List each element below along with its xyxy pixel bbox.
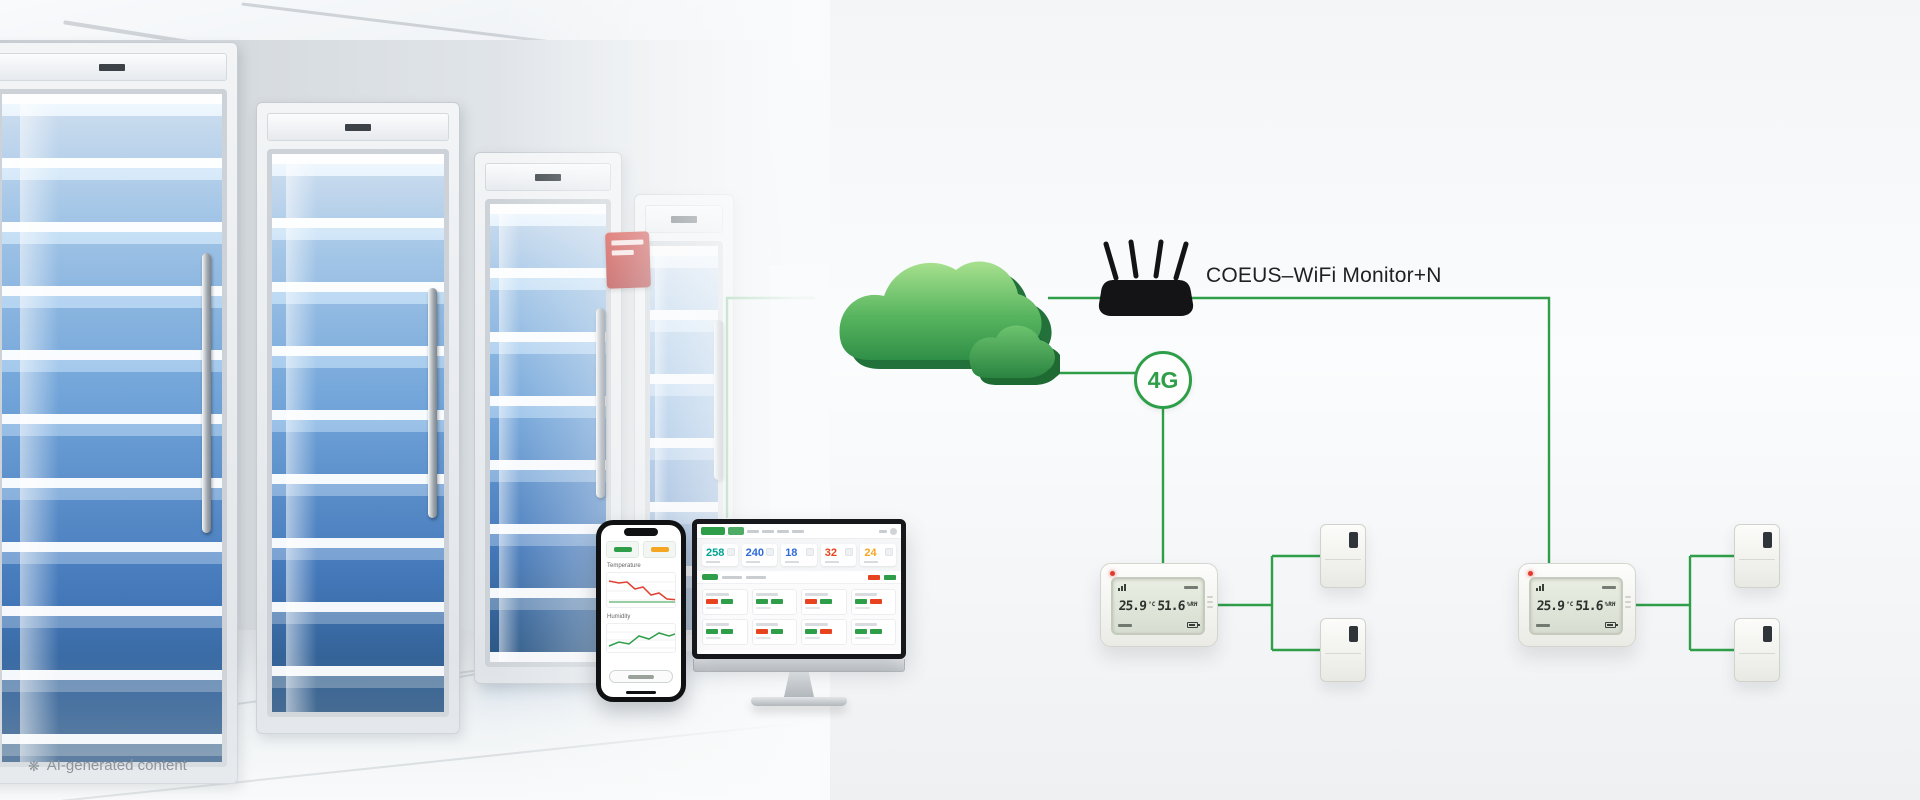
- avatar: [890, 527, 897, 535]
- topbar-item: [879, 529, 887, 533]
- wifi-router-icon: [1098, 238, 1194, 320]
- status-segment: [1602, 585, 1616, 589]
- stat-icon: [884, 548, 893, 556]
- ok-chip: [884, 574, 896, 580]
- temperature-unit: °C: [1565, 600, 1574, 608]
- cloud-icon: [806, 218, 1063, 388]
- nav-item: [762, 529, 774, 533]
- phone-stat-chips: [606, 541, 676, 558]
- sensor-window: [1349, 626, 1358, 642]
- lcd-readout: 25.9 °C 51.6 %RH: [1118, 598, 1199, 614]
- device-card: [751, 589, 797, 616]
- battery-icon: [1605, 622, 1618, 628]
- router-label: COEUS–WiFi Monitor+N: [1206, 264, 1442, 287]
- device-card: [850, 589, 896, 616]
- stat-card: 24: [860, 544, 896, 567]
- monitor-base: [751, 697, 847, 706]
- device-card: [850, 619, 896, 646]
- app-logo: [701, 527, 725, 535]
- humidity-unit: %RH: [1186, 600, 1198, 608]
- temp-humidity-monitor: 25.9 °C 51.6 %RH: [1518, 563, 1636, 647]
- alarm-led: [1110, 571, 1115, 576]
- humidity-value: 51.6: [1156, 598, 1186, 614]
- alert-chip: [868, 574, 880, 580]
- sensor-window: [1763, 626, 1772, 642]
- battery-icon: [1187, 622, 1200, 628]
- nav-item: [747, 529, 759, 533]
- device-card: [801, 619, 847, 646]
- desktop-monitor-mockup: 258 240 18 32: [692, 519, 906, 706]
- freezer-aisle-photo: [0, 0, 830, 800]
- desktop-screen: 258 240 18 32: [692, 519, 906, 659]
- sparkle-icon: ❋: [28, 757, 40, 774]
- phone-notch: [624, 528, 658, 536]
- stat-icon: [726, 548, 735, 556]
- sensor-node: [1320, 524, 1366, 588]
- lcd-readout: 25.9 °C 51.6 %RH: [1536, 598, 1617, 614]
- device-card: [702, 619, 748, 646]
- watermark-text: AI-generated content: [46, 757, 187, 774]
- temp-humidity-monitor: 25.9 °C 51.6 %RH: [1100, 563, 1218, 647]
- lcd-display: 25.9 °C 51.6 %RH: [1529, 577, 1623, 635]
- nav-item-active: [728, 527, 744, 535]
- status-segment: [1118, 623, 1132, 627]
- temperature-chart: [606, 572, 676, 608]
- signal-icon: [1536, 583, 1544, 591]
- stat-card: 18: [781, 544, 817, 567]
- temperature-section-label: Temperature: [607, 563, 641, 569]
- stat-card: 240: [741, 544, 778, 567]
- alarm-led: [1528, 571, 1533, 576]
- sensor-window: [1349, 532, 1358, 548]
- humidity-section-label: Humidity: [607, 614, 631, 620]
- toolbar-toggle: [702, 574, 718, 581]
- nav-item: [792, 529, 804, 533]
- phone-screen: Temperature Humidity: [601, 525, 681, 697]
- temperature-value: 25.9: [1536, 598, 1565, 614]
- device-card: [801, 589, 847, 616]
- dashboard-stats-row: 258 240 18 32: [697, 539, 901, 572]
- sensor-node: [1734, 524, 1780, 588]
- temp-chip: [606, 541, 639, 558]
- temperature-unit: °C: [1147, 600, 1156, 608]
- stat-card: 258: [702, 544, 738, 567]
- sensor-node: [1320, 618, 1366, 682]
- lcd-display: 25.9 °C 51.6 %RH: [1111, 577, 1205, 635]
- phone-export-button: [609, 670, 673, 683]
- humidity-unit: %RH: [1604, 600, 1616, 608]
- vent-grille: [1625, 596, 1631, 608]
- humidity-chip: [643, 541, 676, 558]
- dashboard-topbar: [697, 524, 901, 539]
- device-card: [751, 619, 797, 646]
- badge-4g: 4G: [1134, 351, 1192, 409]
- stat-icon: [766, 548, 775, 556]
- stat-icon: [845, 548, 854, 556]
- signal-icon: [1118, 583, 1126, 591]
- monitor-chin: [693, 659, 905, 672]
- device-card-grid: [697, 584, 901, 651]
- device-card: [702, 589, 748, 616]
- stat-value: 24: [864, 547, 877, 559]
- dashboard-toolbar: [697, 571, 901, 585]
- ai-watermark: ❋ AI-generated content: [28, 757, 187, 774]
- vent-grille: [1207, 596, 1213, 608]
- humidity-chart: [606, 623, 676, 653]
- nav-item: [777, 529, 789, 533]
- monitor-stand: [784, 672, 814, 697]
- phone-mockup: Temperature Humidity: [596, 520, 686, 702]
- temperature-value: 25.9: [1118, 598, 1147, 614]
- humidity-value: 51.6: [1574, 598, 1604, 614]
- stat-icon: [805, 548, 814, 556]
- sensor-window: [1763, 532, 1772, 548]
- status-segment: [1184, 585, 1198, 589]
- status-segment: [1536, 623, 1550, 627]
- stat-card: 32: [820, 544, 857, 567]
- home-indicator: [626, 691, 656, 694]
- sensor-node: [1734, 618, 1780, 682]
